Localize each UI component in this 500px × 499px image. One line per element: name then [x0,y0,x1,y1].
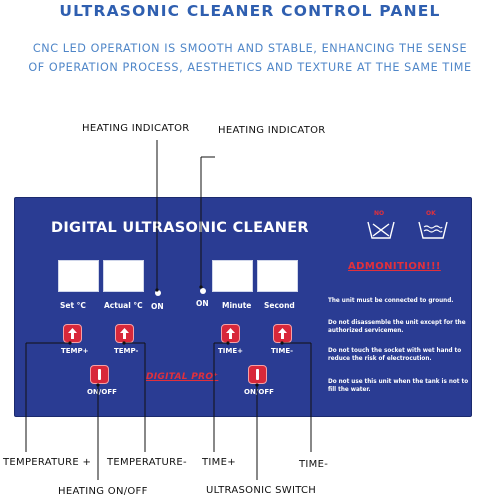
ultrasonic-indicator-label: ON [196,299,209,308]
temp-minus-label: TEMP- [114,347,139,355]
callout-temperature-minus: TEMPERATURE- [107,457,187,468]
ultrasonic-onoff-label: ON/OFF [244,388,274,396]
admonition-rule: Do not touch the socket with wet hand to… [328,348,462,362]
admonition-rule: The unit must be connected to ground. [328,298,454,304]
admonition-rule: Do not use this unit when the tank is no… [328,379,469,393]
temp-plus-button[interactable] [63,324,82,343]
second-label: Second [264,301,295,310]
actual-temp-display [103,260,144,292]
admonition-rule: Do not disassemble the unit except for t… [328,320,466,334]
up-arrow-icon [278,328,287,339]
minute-label: Minute [222,301,252,310]
time-plus-button[interactable] [221,324,240,343]
callout-heating-indicator-left: HEATING INDICATOR [82,123,190,134]
callout-temperature-plus: TEMPERATURE + [3,457,92,468]
second-display [257,260,298,292]
heating-indicator-label: ON [151,302,164,311]
no-wash-symbol-icon: NO [366,210,396,240]
heating-indicator-light [155,290,161,296]
up-arrow-icon [226,328,235,339]
actual-temp-label: Actual °C [104,301,143,310]
heating-onoff-label: ON/OFF [87,388,117,396]
brand-logo: DIGITAL PRO⁺ [146,372,219,382]
set-temp-display [58,260,99,292]
no-symbol-label: NO [374,210,385,217]
control-panel: DIGITAL ULTRASONIC CLEANER NO OK Set °C … [14,197,472,417]
callout-ultrasonic-switch: ULTRASONIC SWITCH [206,485,317,496]
minute-display [212,260,253,292]
ultrasonic-indicator-light [200,288,206,294]
callout-time-minus: TIME- [299,459,329,470]
ok-wash-symbol-icon: OK [417,210,449,240]
ok-symbol-label: OK [426,210,436,217]
up-arrow-icon [68,328,77,339]
admonition-title: ADMONITION!!! [348,261,441,272]
page-subtitle: CNC LED OPERATION IS SMOOTH AND STABLE, … [28,42,472,74]
power-bar-icon [98,369,101,380]
time-minus-label: TIME- [271,347,294,355]
page-title: ULTRASONIC CLEANER CONTROL PANEL [59,2,441,20]
set-temp-label: Set °C [60,301,86,310]
temp-plus-label: TEMP+ [61,347,89,355]
callout-heating-indicator-right: HEATING INDICATOR [218,125,326,136]
callout-heating-onoff: HEATING ON/OFF [58,486,148,497]
time-plus-label: TIME+ [218,347,243,355]
up-arrow-icon [120,328,129,339]
callout-time-plus: TIME+ [202,457,236,468]
heating-onoff-button[interactable] [90,365,109,384]
power-bar-icon [256,369,259,380]
panel-title: DIGITAL ULTRASONIC CLEANER [51,220,309,236]
